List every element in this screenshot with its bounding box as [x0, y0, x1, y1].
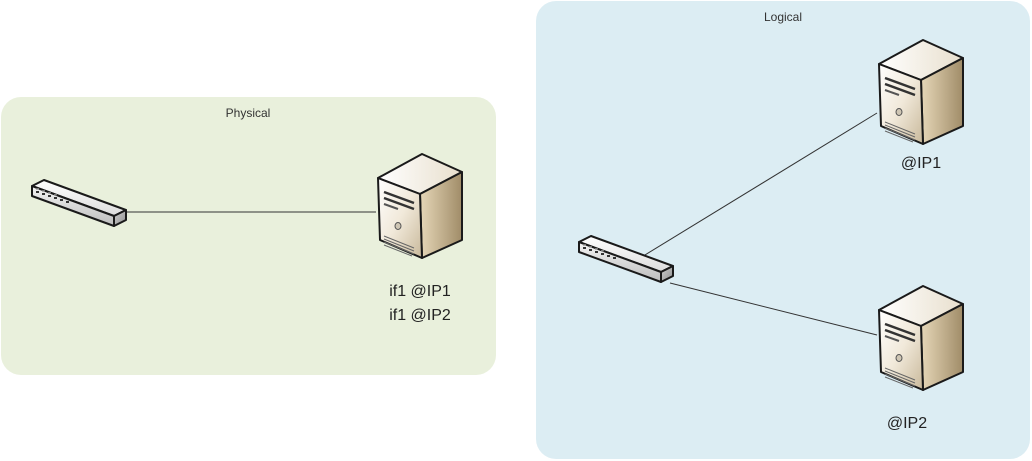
physical-panel-background: [1, 97, 496, 375]
physical-server-label-line1: if1 @IP1: [389, 283, 451, 300]
logical-server1-label: @IP1: [901, 155, 941, 172]
physical-server-label-line2: if1 @IP2: [389, 307, 451, 324]
logical-link-ip2: [669, 282, 878, 336]
logical-server2-label: @IP2: [887, 415, 927, 432]
logical-link-ip1: [639, 112, 878, 259]
physical-panel: Physical if1 @IP1 if1 @IP2: [1, 97, 496, 375]
logical-panel-title: Logical: [764, 10, 802, 24]
logical-panel: Logical @IP1 @IP2: [536, 1, 1030, 459]
physical-panel-title: Physical: [226, 106, 271, 120]
